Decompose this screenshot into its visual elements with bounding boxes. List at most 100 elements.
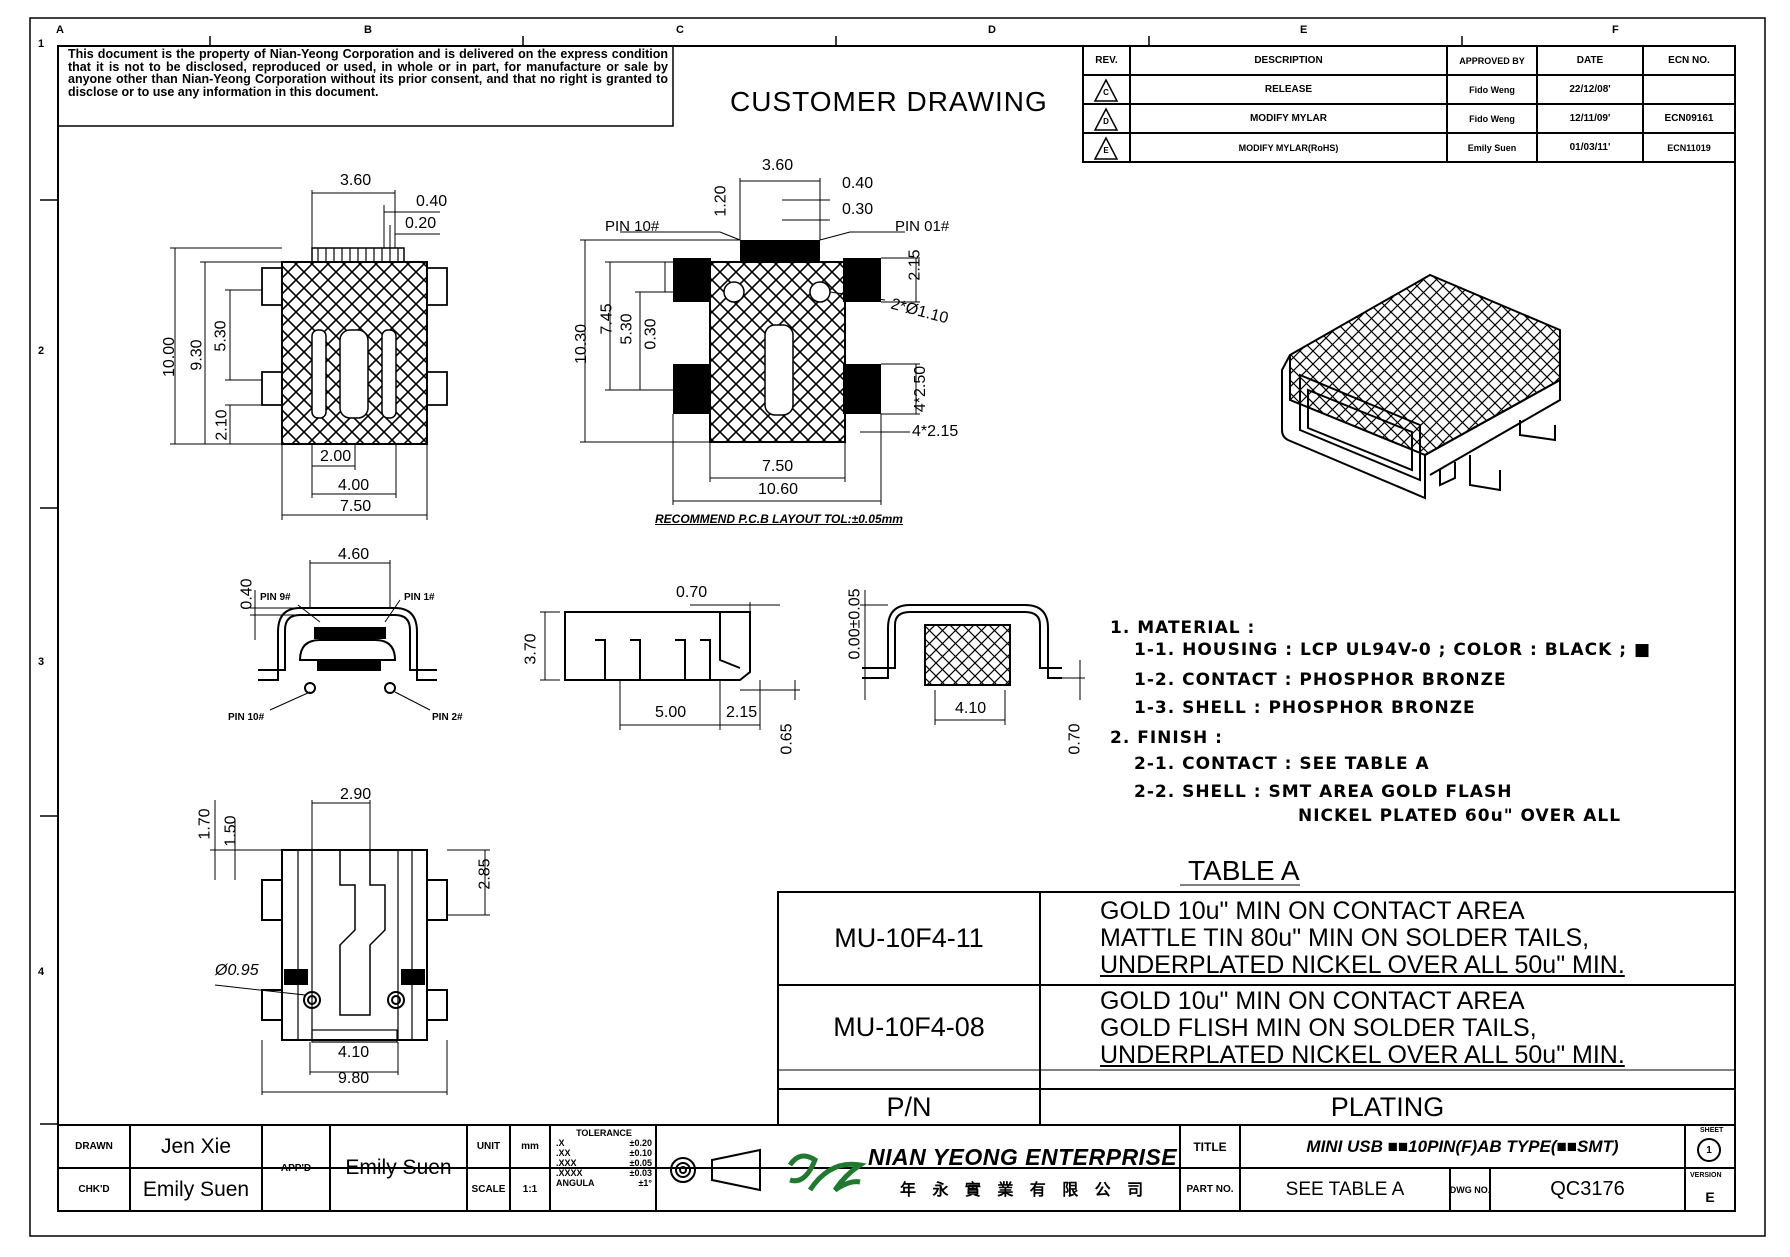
plating-line: MATTLE TIN 80u" MIN ON SOLDER TAILS, <box>1100 924 1590 952</box>
pin-label: PIN 1# <box>404 592 435 603</box>
note-line: 1-1. HOUSING : LCP UL94V-0 ; COLOR : BLA… <box>1134 640 1652 660</box>
rev-date: 22/12/08' <box>1569 84 1611 95</box>
tolerance-block: TOLERANCE .X±0.20 .XX±0.10 .XXX±0.05 .XX… <box>556 1128 652 1188</box>
table-a-pn: MU-10F4-11 <box>834 923 984 953</box>
dim-label: 0.30 <box>842 201 874 218</box>
plating-line: UNDERPLATED NICKEL OVER ALL 50u" MIN. <box>1100 951 1625 979</box>
grid-col-d: D <box>988 24 996 36</box>
dim-label: 9.80 <box>338 1070 370 1087</box>
pin-label: PIN 9# <box>260 592 291 603</box>
pin-label: PIN 10# <box>228 712 265 723</box>
tol-val: ±0.03 <box>629 1168 652 1178</box>
tolerance-row: .XXXX ±0.03 <box>556 1168 652 1178</box>
company-name: NIAN YEONG ENTERPRISE <box>868 1144 1178 1170</box>
table-a-grid <box>777 884 1736 1125</box>
dim-label: 0.30 <box>642 318 660 350</box>
company-name-cn: 年 永 實 業 有 限 公 司 <box>900 1182 1150 1199</box>
dim-label: 4.00 <box>338 477 370 494</box>
dim-label: 2.90 <box>340 786 372 803</box>
dim-label: 1.70 <box>196 808 214 840</box>
dim-label: 3.60 <box>340 172 372 189</box>
dim-label: 2.85 <box>476 858 494 890</box>
approved-label: APP'D <box>280 1162 312 1174</box>
rev-description: MODIFY MYLAR <box>1249 113 1328 124</box>
table-a-title: TABLE A <box>1188 855 1300 886</box>
checked-by: Emily Suen <box>142 1177 250 1201</box>
rev-header-approved: APPROVED BY <box>1459 55 1525 66</box>
rev-header-ecn: ECN NO. <box>1668 55 1710 66</box>
dim-label: 0.40 <box>842 175 874 192</box>
note-line: 2. FINISH : <box>1110 728 1223 748</box>
iso-view-drawing <box>1281 273 1561 500</box>
rev-description: RELEASE <box>1264 84 1313 95</box>
sheet-value: 1 <box>1697 1138 1721 1162</box>
scale-value: 1:1 <box>522 1184 538 1195</box>
grid-col-c: C <box>676 24 684 36</box>
rear-view-drawing <box>860 590 1085 725</box>
drawn-by: Jen Xie <box>160 1134 232 1158</box>
dim-label: Ø0.95 <box>215 962 259 979</box>
dim-label: 1.50 <box>222 815 240 847</box>
tol-key: .X <box>556 1138 565 1148</box>
table-a-pn-header: P/N <box>886 1091 932 1122</box>
grid-row-2: 2 <box>38 345 45 357</box>
plating-line: GOLD 10u" MIN ON CONTACT AREA <box>1100 987 1525 1015</box>
drawn-label: DRAWN <box>75 1141 113 1152</box>
dim-label: 3.60 <box>762 157 794 174</box>
tol-key: .XXXX <box>556 1168 583 1178</box>
grid-row-3: 3 <box>38 656 45 668</box>
pin-label: PIN 01# <box>895 218 950 235</box>
tolerance-row: ANGULA±1° <box>556 1178 652 1188</box>
title-block-grid <box>58 1124 1735 1211</box>
dim-label: 7.50 <box>340 498 372 515</box>
pin-label: PIN 10# <box>605 218 660 235</box>
dim-label: 1.20 <box>712 185 730 217</box>
drawing-title: CUSTOMER DRAWING <box>730 86 1048 117</box>
dim-label: 10.60 <box>758 481 799 498</box>
rev-date: 12/11/09' <box>1569 113 1611 124</box>
dim-label: 2.00 <box>320 448 352 465</box>
dim-label: 4.60 <box>338 546 370 563</box>
grid-row-1: 1 <box>38 38 45 50</box>
note-line: 1. MATERIAL : <box>1110 618 1256 638</box>
revision-table-grid <box>1082 45 1736 163</box>
dim-label: 0.40 <box>416 193 448 210</box>
dim-label: 9.30 <box>188 339 206 371</box>
sheet-label: SHEET <box>1700 1127 1724 1134</box>
note-line: 2-2. SHELL : SMT AREA GOLD FLASH <box>1134 782 1513 802</box>
tol-key: ANGULA <box>556 1178 595 1188</box>
table-a-plating: GOLD 10u" MIN ON CONTACT AREA MATTLE TIN… <box>1100 898 1625 979</box>
tol-key: .XXX <box>556 1158 577 1168</box>
note-line: 2-1. CONTACT : SEE TABLE A <box>1134 754 1430 774</box>
pcb-layout-drawing <box>580 178 920 505</box>
note-line: 1-3. SHELL : PHOSPHOR BRONZE <box>1134 698 1476 718</box>
front-view-drawing <box>250 560 437 711</box>
rev-header-description: DESCRIPTION <box>1254 55 1323 66</box>
dim-label: 7.45 <box>598 303 616 335</box>
version-label: VERSION <box>1690 1172 1722 1179</box>
dim-label: 0.65 <box>778 723 796 755</box>
rev-ecn: ECN11019 <box>1667 142 1711 153</box>
dwg-no-value: QC3176 <box>1550 1178 1625 1200</box>
rev-mark: E <box>1103 145 1109 155</box>
grid-col-f: F <box>1612 24 1619 36</box>
tol-key: .XX <box>556 1148 571 1158</box>
dim-label: 0.20 <box>405 215 437 232</box>
rev-approved: Fido Weng <box>1469 113 1515 124</box>
dim-label: 3.70 <box>522 633 540 665</box>
dim-label: 4.10 <box>955 700 987 717</box>
dim-label: 5.00 <box>655 704 687 721</box>
tolerance-row: .XX ±0.10 <box>556 1148 652 1158</box>
version-value: E <box>1705 1189 1715 1205</box>
grid-col-e: E <box>1300 24 1308 36</box>
dim-label: 0.40 <box>238 578 256 610</box>
tol-val: ±0.10 <box>629 1148 652 1158</box>
dwg-no-label: DWG NO. <box>1449 1184 1491 1195</box>
tolerance-row: .X±0.20 <box>556 1138 652 1148</box>
pcb-caption: RECOMMEND P.C.B LAYOUT TOL:±0.05mm <box>655 512 903 526</box>
tolerance-row: .XXX±0.05 <box>556 1158 652 1168</box>
dim-label: 4*2.50 <box>912 365 930 413</box>
bottom-view-drawing <box>210 800 490 1095</box>
rev-approved: Fido Weng <box>1469 84 1515 95</box>
